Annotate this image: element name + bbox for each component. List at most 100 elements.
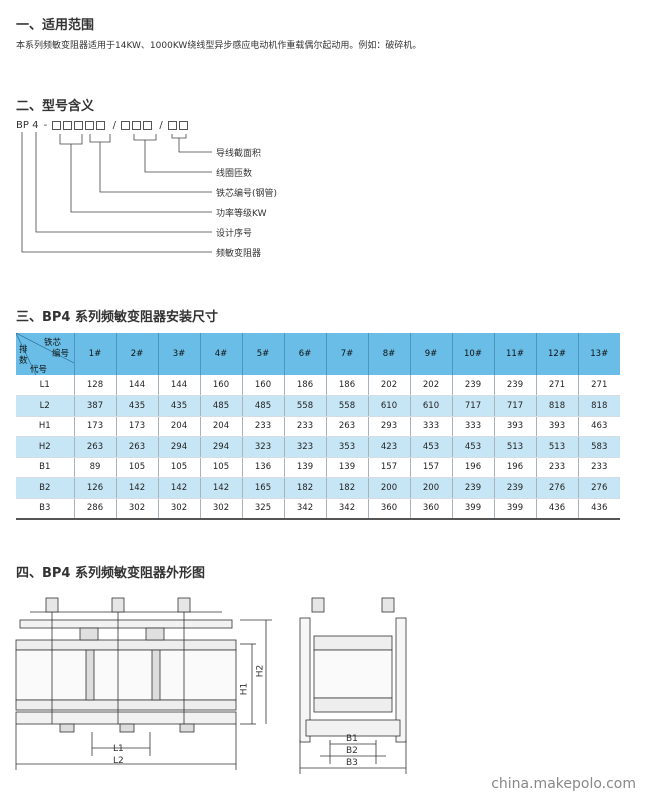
table-cell: 233 xyxy=(283,416,326,437)
section-2-title: 二、型号含义 xyxy=(16,99,95,114)
code-box xyxy=(167,120,177,130)
table-cell: 142 xyxy=(115,477,158,499)
column-header: 12# xyxy=(535,333,578,375)
table-cell: 271 xyxy=(577,375,620,396)
dim-label-h1: H1 xyxy=(239,682,250,696)
watermark-text: china.makepolo.com xyxy=(491,776,636,792)
table-cell: 342 xyxy=(283,498,326,520)
table-cell: 202 xyxy=(409,375,452,396)
table-cell: 271 xyxy=(535,375,578,396)
table-cell: 293 xyxy=(367,416,410,437)
table-cell: 294 xyxy=(199,436,242,458)
section-4-title: 四、BP4 系列频敏变阻器外形图 xyxy=(16,566,206,581)
table-cell: 353 xyxy=(325,436,368,458)
table-cell: 583 xyxy=(577,436,620,458)
model-legend-lines xyxy=(21,132,212,253)
legend-design-serial: 设计序号 xyxy=(216,229,253,239)
dim-label-b2: B2 xyxy=(346,746,358,756)
front-view xyxy=(15,597,272,770)
side-view xyxy=(299,597,407,774)
model-slash: / xyxy=(112,120,116,131)
table-cell: 323 xyxy=(241,436,284,458)
table-cell: 286 xyxy=(73,498,116,520)
row-code: L1 xyxy=(16,375,74,396)
corner-label-core: 铁芯 xyxy=(44,338,62,348)
table-cell: 463 xyxy=(577,416,620,437)
legend-coil-turns: 线圈匝数 xyxy=(216,169,253,179)
row-code: L2 xyxy=(16,395,74,417)
table-cell: 276 xyxy=(535,477,578,499)
table-cell: 233 xyxy=(241,416,284,437)
table-cell: 818 xyxy=(535,395,578,417)
table-cell: 173 xyxy=(73,416,116,437)
table-cell: 144 xyxy=(157,375,200,396)
table-cell: 435 xyxy=(157,395,200,417)
corner-label-number: 编号 xyxy=(52,349,70,359)
corner-diagonals xyxy=(16,333,74,375)
dim-label-l2: L2 xyxy=(113,756,124,766)
table-cell: 453 xyxy=(451,436,494,458)
model-slash: / xyxy=(159,120,163,131)
column-header: 13# xyxy=(577,333,620,375)
table-cell: 157 xyxy=(409,457,452,478)
table-cell: 239 xyxy=(451,375,494,396)
table-cell: 333 xyxy=(409,416,452,437)
table-cell: 160 xyxy=(241,375,284,396)
table-cell: 717 xyxy=(451,395,494,417)
code-box xyxy=(96,120,106,130)
table-cell: 196 xyxy=(493,457,536,478)
table-cell: 818 xyxy=(577,395,620,417)
row-code: B3 xyxy=(16,498,74,520)
table-cell: 239 xyxy=(493,375,536,396)
code-box xyxy=(85,120,95,130)
corner-label-row-a: 排 xyxy=(19,345,28,355)
row-code: B1 xyxy=(16,457,74,478)
column-header: 5# xyxy=(241,333,284,375)
table-cell: 186 xyxy=(283,375,326,396)
table-cell: 342 xyxy=(325,498,368,520)
code-box xyxy=(74,120,84,130)
table-cell: 436 xyxy=(535,498,578,520)
table-corner-cell: 铁芯 编号 排 数 代号 xyxy=(16,333,74,375)
table-cell: 294 xyxy=(157,436,200,458)
dim-label-l1: L1 xyxy=(113,744,124,754)
column-header: 2# xyxy=(115,333,158,375)
table-cell: 323 xyxy=(283,436,326,458)
table-cell: 144 xyxy=(115,375,158,396)
table-cell: 105 xyxy=(199,457,242,478)
corner-label-code: 代号 xyxy=(30,365,48,375)
outline-drawing xyxy=(15,597,407,774)
code-box xyxy=(63,120,73,130)
table-cell: 200 xyxy=(409,477,452,499)
legend-wire-area: 导线截面积 xyxy=(216,149,262,159)
code-box xyxy=(178,120,188,130)
table-cell: 202 xyxy=(367,375,410,396)
table-cell: 610 xyxy=(367,395,410,417)
table-cell: 453 xyxy=(409,436,452,458)
column-header: 4# xyxy=(199,333,242,375)
table-cell: 173 xyxy=(115,416,158,437)
table-cell: 360 xyxy=(409,498,452,520)
legend-varistor: 频敏变阻器 xyxy=(216,249,262,259)
table-cell: 393 xyxy=(493,416,536,437)
dim-label-b3: B3 xyxy=(346,758,358,768)
table-cell: 717 xyxy=(493,395,536,417)
table-cell: 139 xyxy=(325,457,368,478)
table-cell: 142 xyxy=(157,477,200,499)
table-cell: 126 xyxy=(73,477,116,499)
table-cell: 239 xyxy=(493,477,536,499)
corner-label-row-b: 数 xyxy=(19,356,28,366)
table-cell: 302 xyxy=(157,498,200,520)
column-header: 3# xyxy=(157,333,200,375)
column-header: 1# xyxy=(73,333,116,375)
table-cell: 263 xyxy=(115,436,158,458)
column-header: 10# xyxy=(451,333,494,375)
table-cell: 393 xyxy=(535,416,578,437)
table-cell: 387 xyxy=(73,395,116,417)
table-cell: 263 xyxy=(73,436,116,458)
table-cell: 399 xyxy=(451,498,494,520)
table-cell: 558 xyxy=(283,395,326,417)
